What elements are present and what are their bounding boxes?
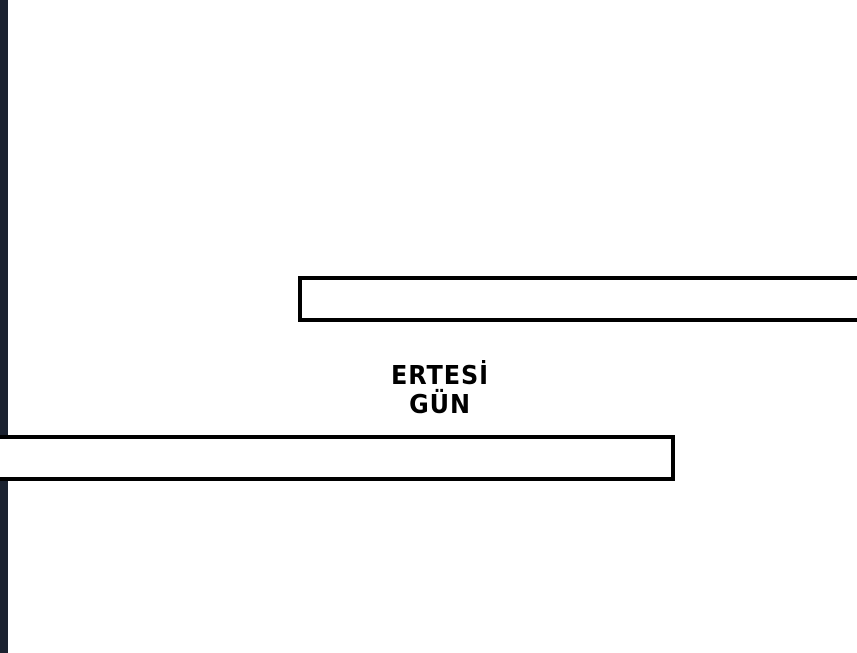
panel-top-border xyxy=(298,276,857,322)
caption-line-1: ERTESİ xyxy=(390,361,489,391)
caption-line-2: GÜN xyxy=(409,390,471,420)
caption-text: ERTESİ GÜN xyxy=(377,362,502,420)
left-edge-strip xyxy=(0,0,8,653)
panel-bottom-border xyxy=(0,435,675,481)
